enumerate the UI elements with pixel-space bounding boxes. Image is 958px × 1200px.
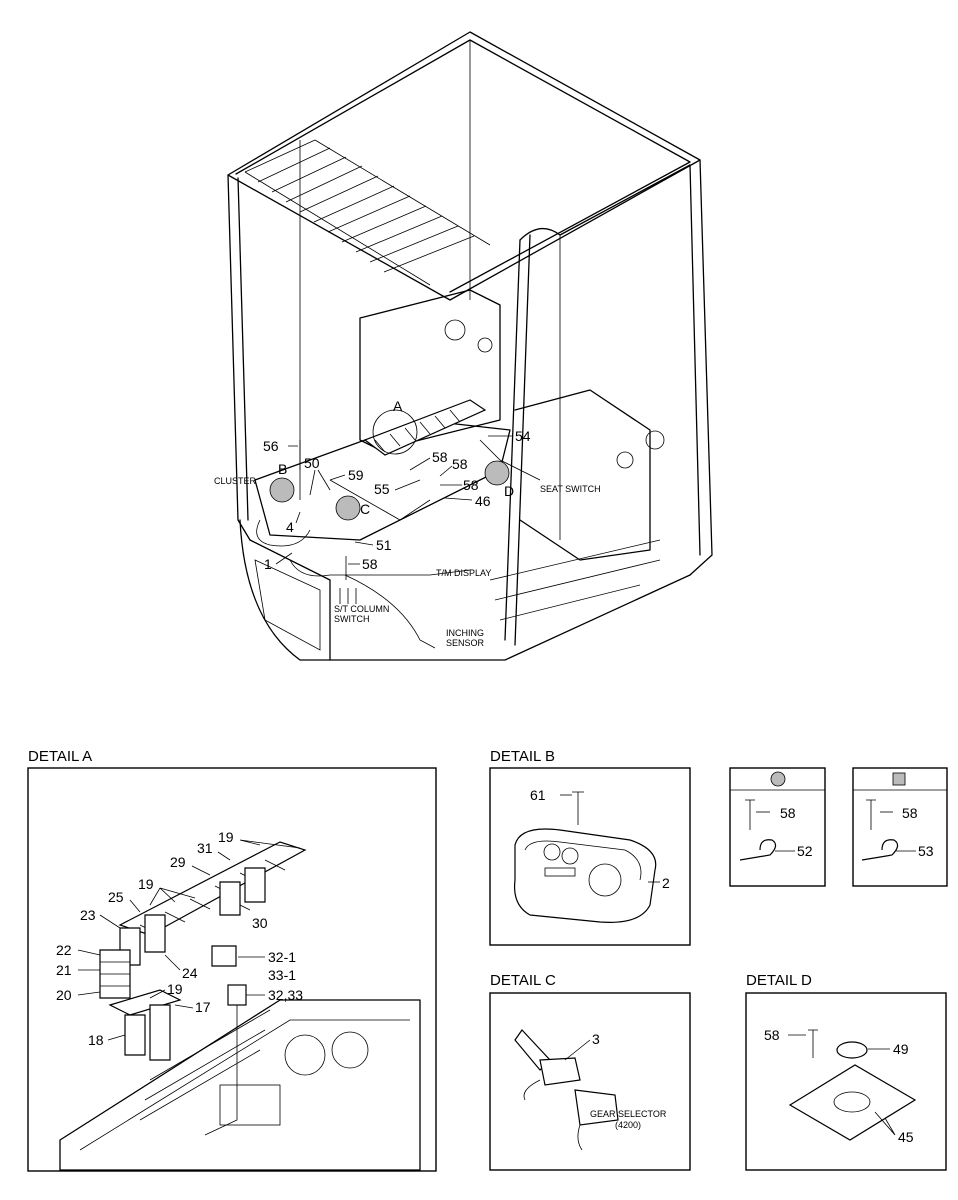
detail-a: DETAIL A 19 31 29 19 — [27, 748, 437, 1172]
square-symbol-icon — [892, 772, 906, 786]
callout-50: 50 — [304, 455, 320, 471]
legend-dot-frame — [729, 767, 826, 887]
detail-markers: A B C D — [269, 398, 514, 521]
detail-b: DETAIL B 61 2 — [489, 748, 691, 946]
callout-legend-square-53: 53 — [918, 843, 934, 859]
callout-legend-dot-52: 52 — [797, 843, 813, 859]
callout-a-29: 29 — [170, 854, 186, 870]
marker-a: A — [393, 398, 403, 414]
callout-58-a: 58 — [432, 449, 448, 465]
detail-c-frame — [489, 992, 691, 1171]
marker-c: C — [360, 501, 370, 517]
detail-a-title: DETAIL A — [28, 748, 92, 765]
callout-a-30: 30 — [252, 915, 268, 931]
detail-b-title: DETAIL B — [490, 748, 555, 765]
marker-b: B — [278, 461, 287, 477]
callout-a-22: 22 — [56, 942, 72, 958]
callout-a-25: 25 — [108, 889, 124, 905]
detail-d-title: DETAIL D — [746, 972, 812, 989]
callout-4: 4 — [286, 519, 294, 535]
callout-46: 46 — [475, 493, 491, 509]
callout-58-d: 58 — [362, 556, 378, 572]
label-st-column-1: S/T COLUMN — [334, 604, 389, 614]
gear-selector-label: GEAR SELECTOR — [590, 1109, 667, 1119]
label-tm-display: T/M DISPLAY — [436, 568, 491, 578]
detail-c-title: DETAIL C — [490, 972, 556, 989]
callout-a-23: 23 — [80, 907, 96, 923]
detail-a-frame — [27, 767, 437, 1172]
label-st-column-2: SWITCH — [334, 614, 370, 624]
cab-overview — [227, 31, 713, 661]
dot-symbol-icon — [770, 771, 786, 787]
callout-a-33-1: 33-1 — [268, 967, 296, 983]
callout-d-45: 45 — [898, 1129, 914, 1145]
overview-callouts: 56 50 59 58 58 54 55 58 46 4 51 1 58 CLU… — [214, 428, 601, 648]
callout-55: 55 — [374, 481, 390, 497]
callout-58-b: 58 — [452, 456, 468, 472]
callout-a-19-top: 19 — [218, 829, 234, 845]
marker-d: D — [504, 483, 514, 499]
callout-1: 1 — [264, 556, 272, 572]
label-cluster: CLUSTER — [214, 476, 257, 486]
detail-d: DETAIL D 58 49 45 — [745, 972, 947, 1171]
callout-58-c: 58 — [463, 477, 479, 493]
callout-54: 54 — [515, 428, 531, 444]
marker-circle-d — [484, 460, 510, 486]
legend-square-frame — [852, 767, 948, 887]
callout-b-2: 2 — [662, 875, 670, 891]
callout-legend-dot-58: 58 — [780, 805, 796, 821]
callout-a-18: 18 — [88, 1032, 104, 1048]
callout-a-24: 24 — [182, 965, 198, 981]
callout-d-49: 49 — [893, 1041, 909, 1057]
marker-circle-c — [335, 495, 361, 521]
callout-51: 51 — [376, 537, 392, 553]
callout-b-61: 61 — [530, 787, 546, 803]
callout-a-19-mid: 19 — [138, 876, 154, 892]
callout-a-32-1: 32-1 — [268, 949, 296, 965]
label-inching-2: SENSOR — [446, 638, 485, 648]
label-inching-1: INCHING — [446, 628, 484, 638]
gear-selector-model: (4200) — [615, 1120, 641, 1130]
callout-a-19-low: 19 — [167, 981, 183, 997]
label-seat-switch: SEAT SWITCH — [540, 484, 601, 494]
legend-dot-clamp: 58 52 — [729, 767, 826, 887]
callout-59: 59 — [348, 467, 364, 483]
legend-square-clamp: 58 53 — [852, 767, 948, 887]
callout-a-32-33: 32,33 — [268, 987, 303, 1003]
callout-legend-square-58: 58 — [902, 805, 918, 821]
callout-d-58: 58 — [764, 1027, 780, 1043]
callout-a-17: 17 — [195, 999, 211, 1015]
callout-c-3: 3 — [592, 1031, 600, 1047]
callout-a-31: 31 — [197, 840, 213, 856]
callout-a-20: 20 — [56, 987, 72, 1003]
marker-circle-b — [269, 477, 295, 503]
callout-56: 56 — [263, 438, 279, 454]
detail-c: DETAIL C 3 GEAR SELECTOR (4200) — [489, 972, 691, 1171]
callout-a-21: 21 — [56, 962, 72, 978]
marker-circle-a — [372, 409, 418, 455]
